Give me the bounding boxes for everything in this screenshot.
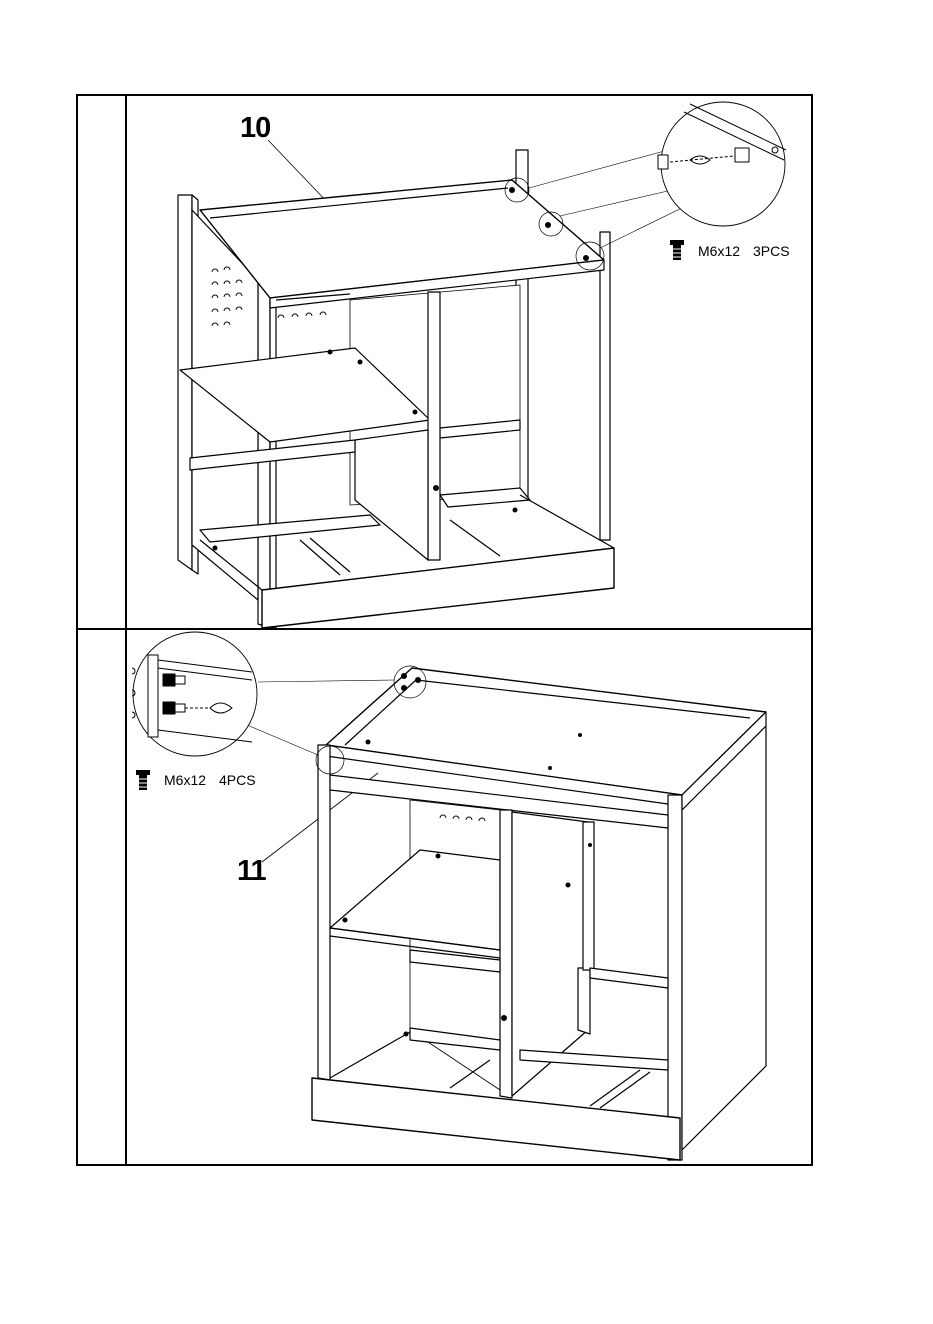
screw-icon	[136, 770, 150, 797]
hardware-quantity: 4PCS	[219, 772, 256, 788]
hardware-size: M6x12	[164, 772, 206, 788]
